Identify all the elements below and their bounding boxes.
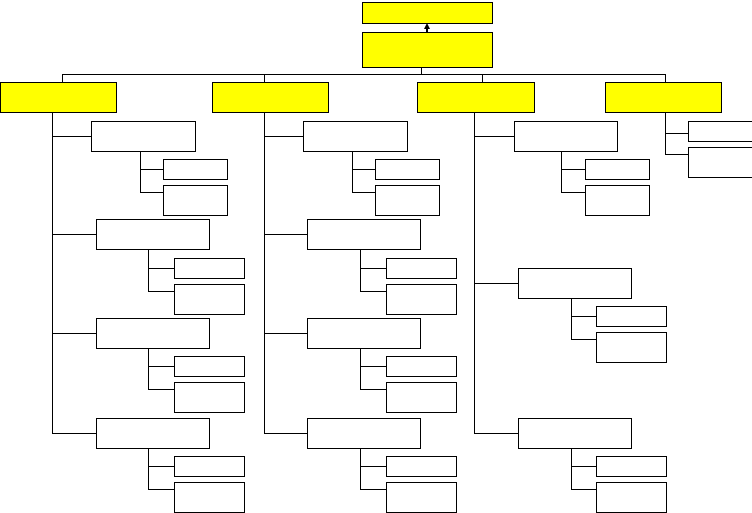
unit-box[interactable] [307, 418, 421, 449]
sub-unit-box[interactable] [585, 159, 650, 180]
sub-unit-box[interactable] [386, 382, 457, 413]
unit-box[interactable] [307, 219, 421, 250]
connector-line [352, 192, 375, 193]
sub-unit-box[interactable] [174, 356, 245, 377]
connector-line [360, 389, 386, 390]
connector-line [52, 333, 96, 334]
connector-line [571, 316, 596, 317]
connector-line [52, 136, 91, 137]
department-box-1[interactable] [0, 82, 117, 113]
connector-line [360, 489, 386, 490]
connector-line [571, 466, 596, 467]
arrow-up-icon [424, 23, 430, 29]
sub-unit-box[interactable] [596, 306, 667, 327]
department-box-4[interactable] [605, 82, 722, 113]
connector-line [62, 74, 63, 82]
department-box-2[interactable] [212, 82, 329, 113]
connector-line [52, 433, 96, 434]
connector-line [360, 268, 386, 269]
connector-line [571, 298, 572, 339]
connector-line [148, 291, 174, 292]
connector-line [352, 169, 375, 170]
connector-line [360, 348, 361, 389]
connector-line [148, 489, 174, 490]
connector-line [52, 234, 96, 235]
connector-line [360, 366, 386, 367]
connector-line [148, 448, 149, 489]
unit-box[interactable] [96, 219, 210, 250]
sub-unit-box[interactable] [386, 284, 457, 315]
unit-box[interactable] [91, 121, 196, 152]
connector-line [140, 151, 141, 192]
connector-line [571, 448, 572, 489]
connector-line [360, 249, 361, 291]
sub-unit-box[interactable] [386, 258, 457, 279]
sub-unit-box[interactable] [174, 258, 245, 279]
sub-unit-box[interactable] [596, 482, 667, 513]
sub-unit-box[interactable] [386, 356, 457, 377]
sub-unit-box[interactable] [596, 332, 667, 363]
unit-box[interactable] [688, 147, 752, 178]
unit-box[interactable] [518, 268, 632, 299]
connector-line [148, 348, 149, 389]
unit-box[interactable] [96, 418, 210, 449]
connector-line [264, 74, 265, 82]
connector-line [421, 67, 422, 74]
sub-unit-box[interactable] [163, 159, 228, 180]
connector-line [474, 112, 475, 433]
department-box-3[interactable] [417, 82, 535, 113]
connector-line [482, 74, 483, 82]
sub-unit-box[interactable] [386, 456, 457, 477]
connector-line [360, 448, 361, 489]
sub-unit-box[interactable] [174, 456, 245, 477]
unit-box[interactable] [518, 418, 632, 449]
connector-line [360, 466, 386, 467]
sub-unit-box[interactable] [375, 185, 440, 216]
arrow-stem [426, 28, 428, 32]
connector-line [148, 249, 149, 291]
unit-box[interactable] [307, 318, 421, 349]
connector-line [264, 433, 307, 434]
connector-line [352, 151, 353, 192]
connector-line [665, 74, 666, 82]
sub-unit-box[interactable] [375, 159, 440, 180]
connector-line [474, 283, 518, 284]
connector-line [474, 433, 518, 434]
connector-line [140, 169, 163, 170]
unit-box[interactable] [514, 121, 618, 152]
connector-line [148, 366, 174, 367]
connector-line [360, 291, 386, 292]
connector-line [571, 339, 596, 340]
sub-unit-box[interactable] [386, 482, 457, 513]
connector-line [264, 333, 307, 334]
sub-unit-box[interactable] [596, 456, 667, 477]
sub-unit-box[interactable] [174, 482, 245, 513]
connector-line [474, 136, 514, 137]
sub-unit-box[interactable] [163, 185, 228, 216]
connector-line [665, 154, 688, 155]
sub-unit-box[interactable] [585, 185, 650, 216]
connector-line [148, 268, 174, 269]
connector-line [140, 192, 163, 193]
connector-line [561, 169, 585, 170]
unit-box[interactable] [688, 121, 752, 142]
connector-line [264, 112, 265, 433]
executive-box[interactable] [362, 32, 493, 68]
connector-line [52, 112, 53, 433]
unit-box[interactable] [303, 121, 408, 152]
sub-unit-box[interactable] [174, 382, 245, 413]
connector-line [148, 466, 174, 467]
unit-box[interactable] [96, 318, 210, 349]
connector-line [148, 389, 174, 390]
connector-line [571, 489, 596, 490]
connector-line [665, 133, 688, 134]
connector-line [264, 234, 307, 235]
connector-line [62, 74, 666, 75]
sub-unit-box[interactable] [174, 284, 245, 315]
top-box[interactable] [362, 2, 493, 24]
connector-line [561, 151, 562, 192]
connector-line [264, 136, 303, 137]
connector-line [561, 192, 585, 193]
